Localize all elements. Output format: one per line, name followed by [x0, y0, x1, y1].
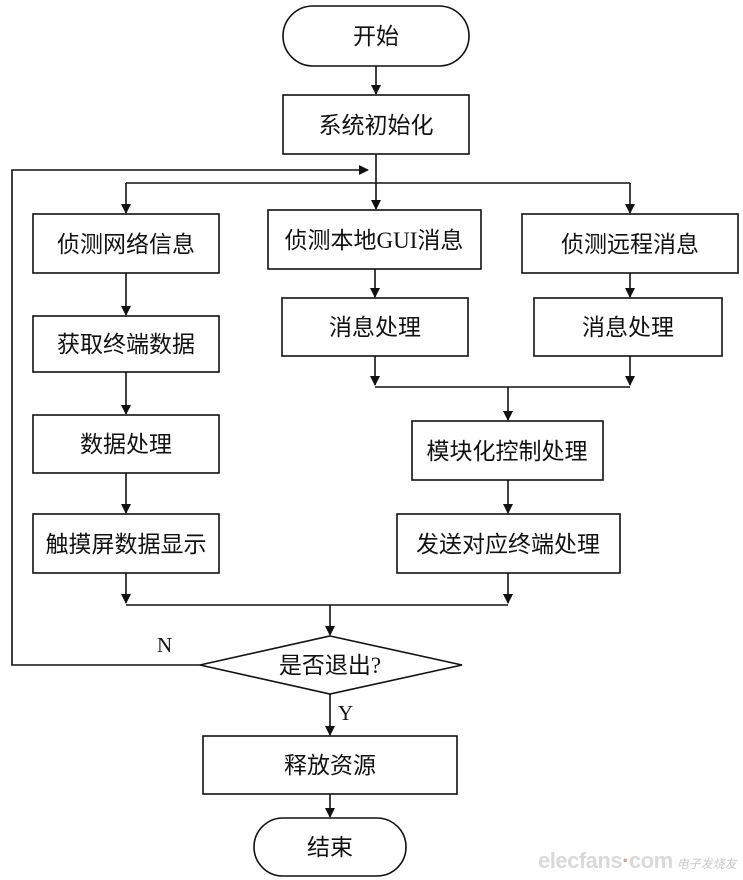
release-node: 释放资源	[202, 735, 458, 795]
msg-process-local-node: 消息处理	[281, 297, 469, 357]
data-process-node: 数据处理	[32, 414, 220, 474]
module-control-label: 模块化控制处理	[427, 439, 588, 464]
detect-local-gui-node: 侦测本地GUI消息	[267, 209, 482, 270]
watermark-sub: 电子发烧友	[676, 857, 737, 871]
get-terminal-data-label: 获取终端数据	[57, 332, 195, 357]
send-terminal-label: 发送对应终端处理	[416, 532, 600, 557]
detect-remote-node: 侦测远程消息	[521, 213, 739, 274]
exit-decision-node: 是否退出?	[199, 635, 463, 695]
send-terminal-node: 发送对应终端处理	[396, 513, 621, 574]
end-node: 结束	[253, 817, 407, 877]
detect-remote-label: 侦测远程消息	[561, 232, 699, 257]
exit-decision-label: 是否退出?	[279, 653, 381, 678]
watermark-dot: ·	[622, 848, 629, 873]
edge-label-no: N	[157, 633, 172, 657]
data-process-label: 数据处理	[80, 432, 172, 457]
start-label: 开始	[353, 24, 399, 49]
get-terminal-data-node: 获取终端数据	[32, 315, 220, 373]
edge-label-yes: Y	[338, 701, 353, 725]
watermark-tld: com	[628, 848, 673, 873]
msg-process-remote-label: 消息处理	[582, 315, 674, 340]
module-control-node: 模块化控制处理	[411, 420, 604, 481]
start-node: 开始	[282, 5, 470, 67]
msg-process-remote-node: 消息处理	[533, 297, 723, 357]
init-label: 系统初始化	[319, 113, 434, 138]
touch-display-label: 触摸屏数据显示	[46, 532, 207, 557]
watermark-brand: elecfans	[538, 848, 623, 873]
detect-local-gui-label: 侦测本地GUI消息	[285, 228, 464, 253]
end-label: 结束	[307, 835, 353, 860]
edge-decision-no-loop	[11, 165, 369, 666]
detect-network-node: 侦测网络信息	[32, 213, 220, 274]
touch-display-node: 触摸屏数据显示	[32, 513, 220, 574]
release-label: 释放资源	[284, 753, 376, 778]
init-node: 系统初始化	[282, 94, 470, 155]
detect-network-label: 侦测网络信息	[57, 232, 195, 257]
msg-process-local-label: 消息处理	[329, 315, 421, 340]
